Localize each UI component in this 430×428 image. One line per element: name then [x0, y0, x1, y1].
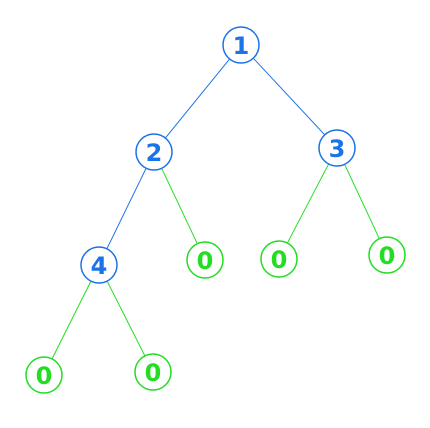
node-label: 4	[91, 252, 108, 280]
tree-node-n4r: 0	[134, 353, 172, 391]
tree-edges	[51, 57, 380, 360]
node-circle	[135, 133, 173, 171]
node-label: 0	[197, 247, 214, 275]
edge-n1-n2	[164, 58, 231, 139]
node-circle	[260, 240, 298, 278]
node-circle	[80, 246, 118, 284]
tree-node-n3: 3	[318, 129, 356, 167]
tree-node-n2: 2	[135, 133, 173, 171]
edge-n2-n2r	[161, 168, 198, 244]
edge-n3-n3r	[344, 164, 380, 239]
tree-node-n1: 1	[222, 26, 260, 64]
node-circle	[186, 241, 224, 279]
tree-node-n2r: 0	[186, 241, 224, 279]
node-label: 2	[146, 139, 163, 167]
node-label: 0	[36, 362, 53, 390]
tree-node-n4: 4	[80, 246, 118, 284]
edge-n3-n3l	[286, 163, 330, 244]
edge-n2-n4	[106, 167, 147, 250]
node-circle	[134, 353, 172, 391]
tree-node-n3l: 0	[260, 240, 298, 278]
edge-n1-n3	[252, 57, 326, 136]
node-label: 0	[145, 359, 162, 387]
node-circle	[318, 129, 356, 167]
node-label: 0	[379, 242, 396, 270]
node-circle	[368, 236, 406, 274]
tree-node-n4l: 0	[25, 356, 63, 394]
node-label: 3	[329, 135, 346, 163]
edge-n4-n4l	[51, 280, 92, 360]
node-circle	[222, 26, 260, 64]
node-circle	[25, 356, 63, 394]
node-label: 1	[233, 32, 250, 60]
node-label: 0	[271, 246, 288, 274]
tree-node-n3r: 0	[368, 236, 406, 274]
tree-nodes: 1 2 3 4 0 0 0 0 0	[25, 26, 406, 394]
edge-n4-n4r	[106, 280, 146, 357]
